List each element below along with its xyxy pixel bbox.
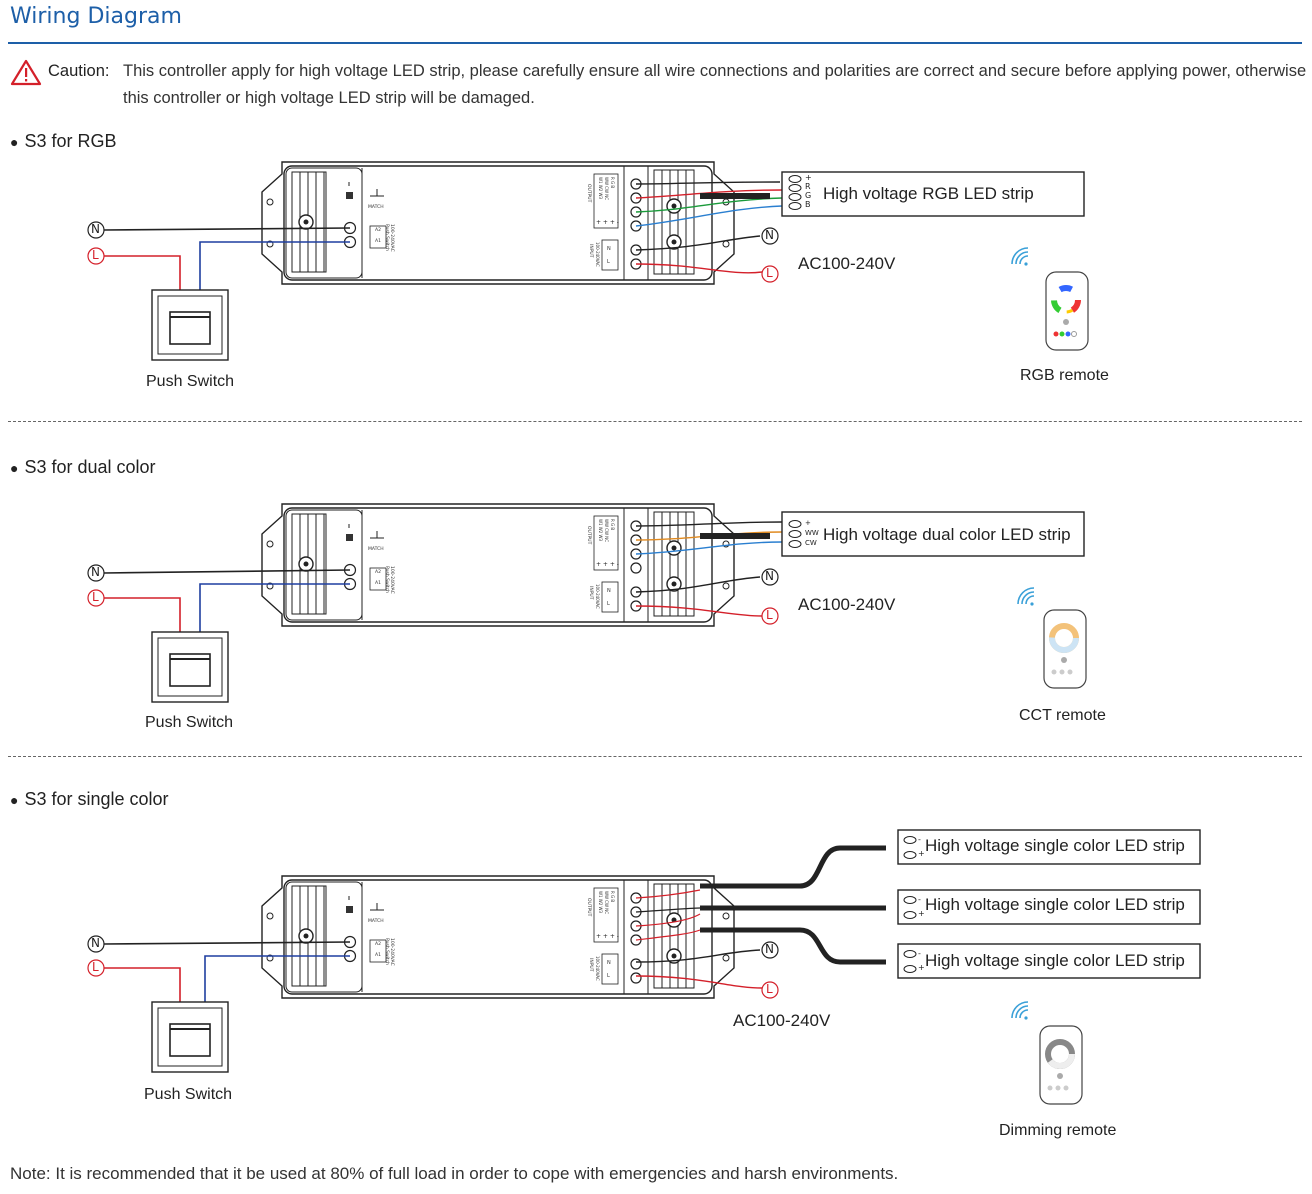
section-divider xyxy=(8,421,1302,422)
strip-label-rgb: High voltage RGB LED strip xyxy=(823,184,1034,203)
strip-box-single-3 xyxy=(897,943,1201,979)
power-label-dual: AC100-240V xyxy=(798,595,896,614)
power-label-single: AC100-240V xyxy=(733,1011,831,1030)
switch-label-rgb: Push Switch xyxy=(146,373,235,390)
warning-icon xyxy=(10,59,42,86)
signal-icon xyxy=(1011,247,1029,267)
strip-box-dual xyxy=(781,511,1085,557)
strip-terminal-labels-single-1: - + xyxy=(918,835,925,858)
controller-dual xyxy=(261,503,735,627)
switch-label-single: Push Switch xyxy=(144,1086,233,1103)
input-wires-left-rgb xyxy=(103,227,351,290)
input-wires-right-dual xyxy=(635,576,763,617)
push-switch-dual xyxy=(151,631,229,703)
input-wires-right-rgb xyxy=(635,235,763,274)
bullet-icon: ● xyxy=(10,792,19,808)
strip-terminal-labels-dual: + WW CW xyxy=(805,519,819,547)
section-heading-rgb: ●S3 for RGB xyxy=(10,131,117,151)
section-heading-single: ●S3 for single color xyxy=(10,789,169,809)
input-wires-right-single xyxy=(635,949,763,989)
output-wires-rgb xyxy=(635,181,783,227)
page-title: Wiring Diagram xyxy=(10,4,182,29)
strip-terminals-dual xyxy=(788,520,802,548)
strip-terminal-labels-single-2: - + xyxy=(918,895,925,918)
power-label-rgb: AC100-240V xyxy=(798,254,896,273)
signal-icon xyxy=(1017,587,1035,607)
switch-label-dual: Push Switch xyxy=(145,714,234,731)
remote-label-rgb: RGB remote xyxy=(1020,367,1109,384)
section-heading-dual: ●S3 for dual color xyxy=(10,457,156,477)
strip-terminal-labels-single-3: - + xyxy=(918,949,925,972)
remote-label-single: Dimming remote xyxy=(999,1122,1117,1139)
push-switch-single xyxy=(151,1001,229,1073)
wire-markers xyxy=(87,221,779,999)
remote-label-dual: CCT remote xyxy=(1019,707,1106,724)
footer-note: Note: It is recommended that it be used … xyxy=(10,1164,899,1183)
output-wires-dual xyxy=(635,521,783,555)
input-wires-left-dual xyxy=(103,569,351,632)
dimming-remote-icon xyxy=(1039,1025,1083,1105)
title-rule xyxy=(8,42,1302,44)
strip-terminals-rgb xyxy=(788,175,802,210)
strip-label-dual: High voltage dual color LED strip xyxy=(823,525,1071,544)
strip-terminal-labels-rgb: + R G B xyxy=(805,173,812,209)
signal-icon xyxy=(1011,1001,1029,1021)
bullet-icon: ● xyxy=(10,134,19,150)
strip-label-single-3: High voltage single color LED strip xyxy=(925,951,1185,970)
rgb-remote-icon xyxy=(1045,271,1089,351)
strip-box-single-1 xyxy=(897,829,1201,865)
strip-box-single-2 xyxy=(897,889,1201,925)
output-wires-single xyxy=(635,845,886,965)
strip-box-rgb xyxy=(781,171,1085,217)
caution-label: Caution: xyxy=(48,62,110,80)
caution-text: This controller apply for high voltage L… xyxy=(123,62,1307,107)
section-divider xyxy=(8,756,1302,757)
strip-label-single-1: High voltage single color LED strip xyxy=(925,836,1185,855)
strip-label-single-2: High voltage single color LED strip xyxy=(925,895,1185,914)
push-switch-rgb xyxy=(151,289,229,361)
strip-terminals-single xyxy=(903,836,917,973)
bullet-icon: ● xyxy=(10,460,19,476)
cct-remote-icon xyxy=(1043,609,1087,689)
input-wires-left-single xyxy=(103,941,351,1002)
